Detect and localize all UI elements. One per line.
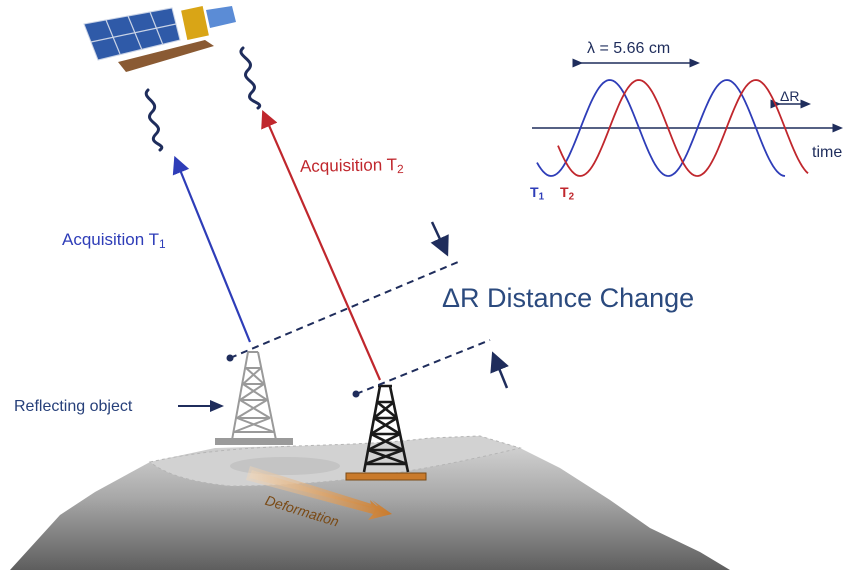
acquisition-t1-label: Acquisition T1 bbox=[62, 230, 166, 251]
reflecting-object-t2-tower bbox=[345, 384, 427, 481]
delta-r-arrow-bottom bbox=[490, 351, 509, 389]
los-ray-t1 bbox=[172, 155, 252, 343]
wave-t2 bbox=[557, 79, 809, 177]
distance-change-label: ΔR Distance Change bbox=[442, 283, 695, 313]
t1-wave-label: T1 bbox=[530, 184, 545, 203]
wavelength-label: λ = 5.66 cm bbox=[587, 40, 671, 57]
t2-wave-label: T2 bbox=[560, 184, 575, 203]
terrain bbox=[10, 435, 730, 570]
delta-r-arrow-top bbox=[430, 221, 449, 257]
acquisition-t2-label: Acquisition T2 bbox=[299, 155, 404, 177]
signal-wave-icon-t1 bbox=[144, 88, 164, 152]
reflecting-object-label: Reflecting object bbox=[14, 398, 133, 415]
los-ray-t2 bbox=[261, 109, 382, 381]
deformation-arrow bbox=[246, 466, 392, 520]
signal-wave-icon-t2 bbox=[239, 46, 262, 110]
wave-panel bbox=[532, 58, 843, 177]
wavefront-lines bbox=[226, 261, 491, 398]
delta-r-label: ΔR bbox=[780, 88, 800, 104]
object-shadow bbox=[230, 457, 340, 475]
satellite-icon bbox=[83, 6, 236, 72]
reflecting-object-t1-tower bbox=[215, 351, 293, 445]
wave-t1 bbox=[536, 79, 786, 177]
time-axis-label: time bbox=[812, 144, 843, 161]
